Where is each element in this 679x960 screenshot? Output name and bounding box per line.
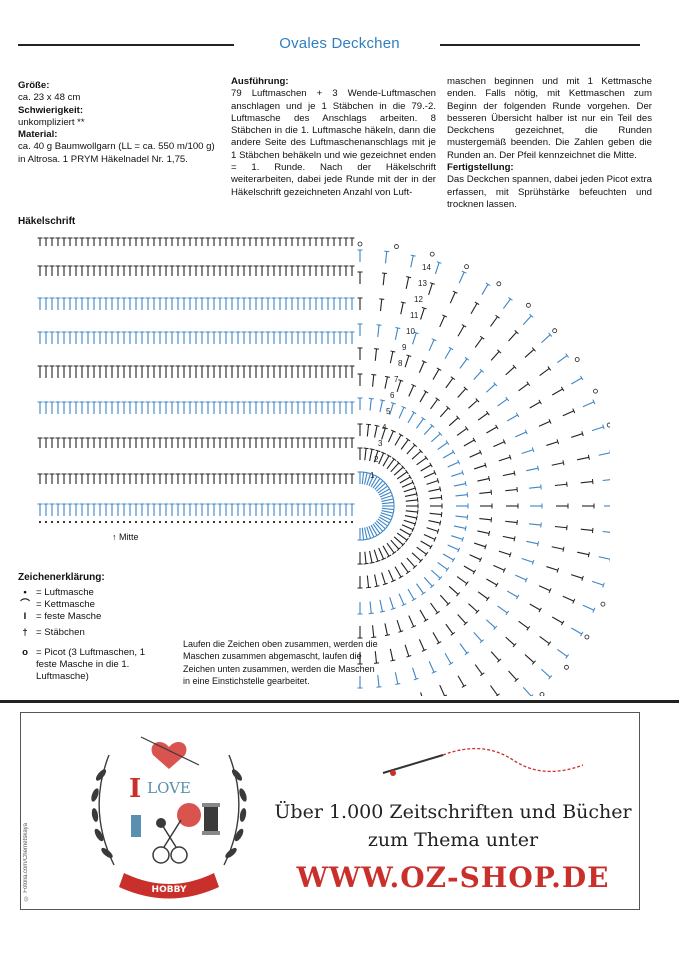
legend-text: = Picot (3 Luftmaschen, 1 feste Masche i… <box>36 647 146 682</box>
round-number: 6 <box>390 391 395 400</box>
legend-item: • = Luftmasche <box>18 587 146 599</box>
center-marker: ↑ Mitte <box>112 532 139 542</box>
legend-text: = Luftmasche <box>36 587 94 598</box>
arrow-up-icon: ↑ <box>112 532 117 542</box>
round-number: 2 <box>374 455 379 464</box>
double-crochet-icon: † <box>22 627 28 638</box>
difficulty-label: Schwierigkeit: <box>18 104 84 116</box>
stitch-note: Laufen die Zeichen oben zusammen, werden… <box>183 639 378 687</box>
page-title: Ovales Deckchen <box>279 35 400 52</box>
legend-text: = Stäbchen <box>36 627 85 638</box>
title-rule-right <box>440 44 640 46</box>
execution-continued-column: maschen beginnen und mit 1 Kettmasche en… <box>447 76 652 211</box>
round-number: 8 <box>398 359 403 368</box>
center-label: Mitte <box>119 532 139 542</box>
ad-headline: Über 1.000 Zeitschriften und Bücher <box>274 801 632 823</box>
shop-advertisement[interactable]: © Fotolia.com/Chernetskaya LOVE I <box>20 712 640 910</box>
round-number: 13 <box>418 279 427 288</box>
execution-text: 79 Luftmaschen + 3 Wende-Luftmaschen ans… <box>231 88 436 198</box>
finishing-text: Das Deckchen spannen, dabei jeden Picot … <box>447 174 652 210</box>
execution-label: Ausführung: <box>231 76 289 87</box>
round-number: 12 <box>414 295 423 304</box>
diagram-label: Häkelschrift <box>18 216 76 227</box>
round-number: 5 <box>386 407 391 416</box>
ad-subline: zum Thema unter <box>367 829 539 851</box>
shop-url-link[interactable]: WWW.OZ-SHOP.DE <box>296 861 610 894</box>
slip-stitch-icon: ⌒ <box>20 599 30 610</box>
size-value: ca. 23 x 48 cm <box>18 92 81 104</box>
legend-text: = Kettmasche <box>36 599 95 610</box>
execution-column: Ausführung: 79 Luftmaschen + 3 Wende-Luf… <box>231 76 436 199</box>
section-divider <box>0 700 679 703</box>
material-value: ca. 40 g Baumwollgarn (LL = ca. 550 m/10… <box>18 141 215 165</box>
round-number: 11 <box>410 311 419 320</box>
needle-thread-icon <box>382 747 584 776</box>
round-number: 10 <box>406 327 415 336</box>
single-crochet-icon: I <box>23 611 27 622</box>
legend-text: = feste Masche <box>36 611 102 622</box>
round-number: 14 <box>422 263 431 272</box>
execution-text-continued: maschen beginnen und mit 1 Kettmasche en… <box>447 76 652 161</box>
difficulty-value: unkompliziert ** <box>18 116 85 128</box>
legend: Zeichenerklärung: • = Luftmasche ⌒ = Kettm… <box>18 572 146 683</box>
emblem-love-text: LOVE <box>147 779 191 797</box>
svg-text:I: I <box>129 774 141 804</box>
round-number: 1 <box>370 471 375 480</box>
image-credit: © Fotolia.com/Chernetskaya <box>23 823 29 901</box>
finishing-label: Fertigstellung: <box>447 162 514 174</box>
chain-stitch-icon: • <box>23 587 27 598</box>
legend-title: Zeichenerklärung: <box>18 572 105 583</box>
title-rule-left <box>18 44 234 46</box>
round-number: 9 <box>402 343 407 352</box>
legend-item: ⌒ = Kettmasche <box>18 599 146 611</box>
picot-icon: o <box>22 647 28 658</box>
legend-item: I = feste Masche <box>18 611 146 623</box>
info-column: Größe: ca. 23 x 48 cm Schwierigkeit: unk… <box>18 80 223 166</box>
emblem-ribbon-text: HOBBY <box>152 885 187 895</box>
material-label: Material: <box>18 129 58 141</box>
round-number: 7 <box>394 375 399 384</box>
hobby-emblem: LOVE I HOBBY <box>91 736 247 899</box>
round-number: 3 <box>378 439 383 448</box>
round-number: 4 <box>382 423 387 432</box>
legend-item: † = Stäbchen <box>18 627 146 639</box>
size-label: Größe: <box>18 80 50 91</box>
legend-item: o = Picot (3 Luftmaschen, 1 feste Masche … <box>18 647 146 683</box>
